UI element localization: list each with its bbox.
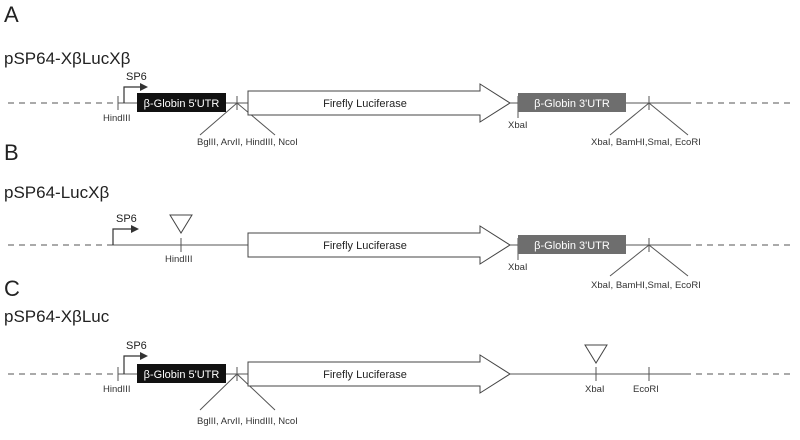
luciferase-gene-arrow bbox=[247, 225, 511, 265]
promoter-arrowhead bbox=[140, 83, 148, 91]
three-utr-box bbox=[518, 93, 626, 112]
five-utr-box bbox=[137, 364, 226, 383]
deletion-triangle bbox=[584, 344, 608, 364]
site-label-ecori-c: EcoRI bbox=[633, 384, 659, 395]
five-utr-box bbox=[137, 93, 226, 112]
site-label-xbai-a: XbaI bbox=[508, 120, 528, 131]
five-utr-label-c: β-Globin 5'UTR bbox=[144, 369, 220, 381]
construct-name-a: pSP64-XβLucXβ bbox=[4, 49, 131, 68]
construct-name-b: pSP64-LucXβ bbox=[4, 183, 109, 202]
promoter-arrowhead bbox=[131, 225, 139, 233]
gene-label-a: Firefly Luciferase bbox=[323, 98, 407, 110]
panel-b: B pSP64-LucXβ SP6 HindIII Firefly Lucife… bbox=[4, 140, 795, 291]
luciferase-gene-arrow bbox=[247, 83, 511, 123]
junction-callout bbox=[199, 373, 276, 411]
site-label-junction-c: BglII, ArvII, HindIII, NcoI bbox=[197, 416, 298, 427]
promoter-arrow bbox=[112, 228, 133, 245]
panel-letter-c: C bbox=[4, 276, 20, 301]
site-label-xbai-c: XbaI bbox=[585, 384, 605, 395]
promoter-arrow bbox=[123, 355, 142, 374]
luciferase-gene-arrow bbox=[247, 354, 511, 394]
site-label-hindiii-b: HindIII bbox=[165, 254, 192, 265]
promoter-label-b: SP6 bbox=[116, 213, 137, 225]
panel-letter-a: A bbox=[4, 2, 19, 27]
site-label-right-a: XbaI, BamHI,SmaI, EcoRI bbox=[591, 137, 701, 148]
three-utr-label-b: β-Globin 3'UTR bbox=[534, 240, 610, 252]
junction-callout bbox=[199, 102, 276, 136]
panel-a: A pSP64-XβLucXβ SP6 HindIII β-Globin 5'U… bbox=[4, 2, 795, 148]
site-label-hindiii-c: HindIII bbox=[103, 384, 130, 395]
gene-label-c: Firefly Luciferase bbox=[323, 369, 407, 381]
site-label-hindiii-a: HindIII bbox=[103, 113, 130, 124]
right-callout bbox=[609, 102, 689, 136]
site-label-xbai-b: XbaI bbox=[508, 262, 528, 273]
deletion-triangle bbox=[169, 214, 193, 234]
promoter-arrow bbox=[123, 86, 142, 103]
panel-letter-b: B bbox=[4, 140, 19, 165]
promoter-label-a: SP6 bbox=[126, 71, 147, 83]
site-label-right-b: XbaI, BamHI,SmaI, EcoRI bbox=[591, 280, 701, 291]
gene-label-b: Firefly Luciferase bbox=[323, 240, 407, 252]
three-utr-box bbox=[518, 235, 626, 254]
right-callout bbox=[609, 244, 689, 277]
five-utr-label-a: β-Globin 5'UTR bbox=[144, 98, 220, 110]
site-label-junction-a: BglII, ArvII, HindIII, NcoI bbox=[197, 137, 298, 148]
promoter-label-c: SP6 bbox=[126, 340, 147, 352]
promoter-arrowhead bbox=[140, 352, 148, 360]
construct-name-c: pSP64-XβLuc bbox=[4, 307, 110, 326]
three-utr-label-a: β-Globin 3'UTR bbox=[534, 98, 610, 110]
panel-c: C pSP64-XβLuc SP6 HindIII β-Globin 5'UTR… bbox=[4, 276, 795, 427]
